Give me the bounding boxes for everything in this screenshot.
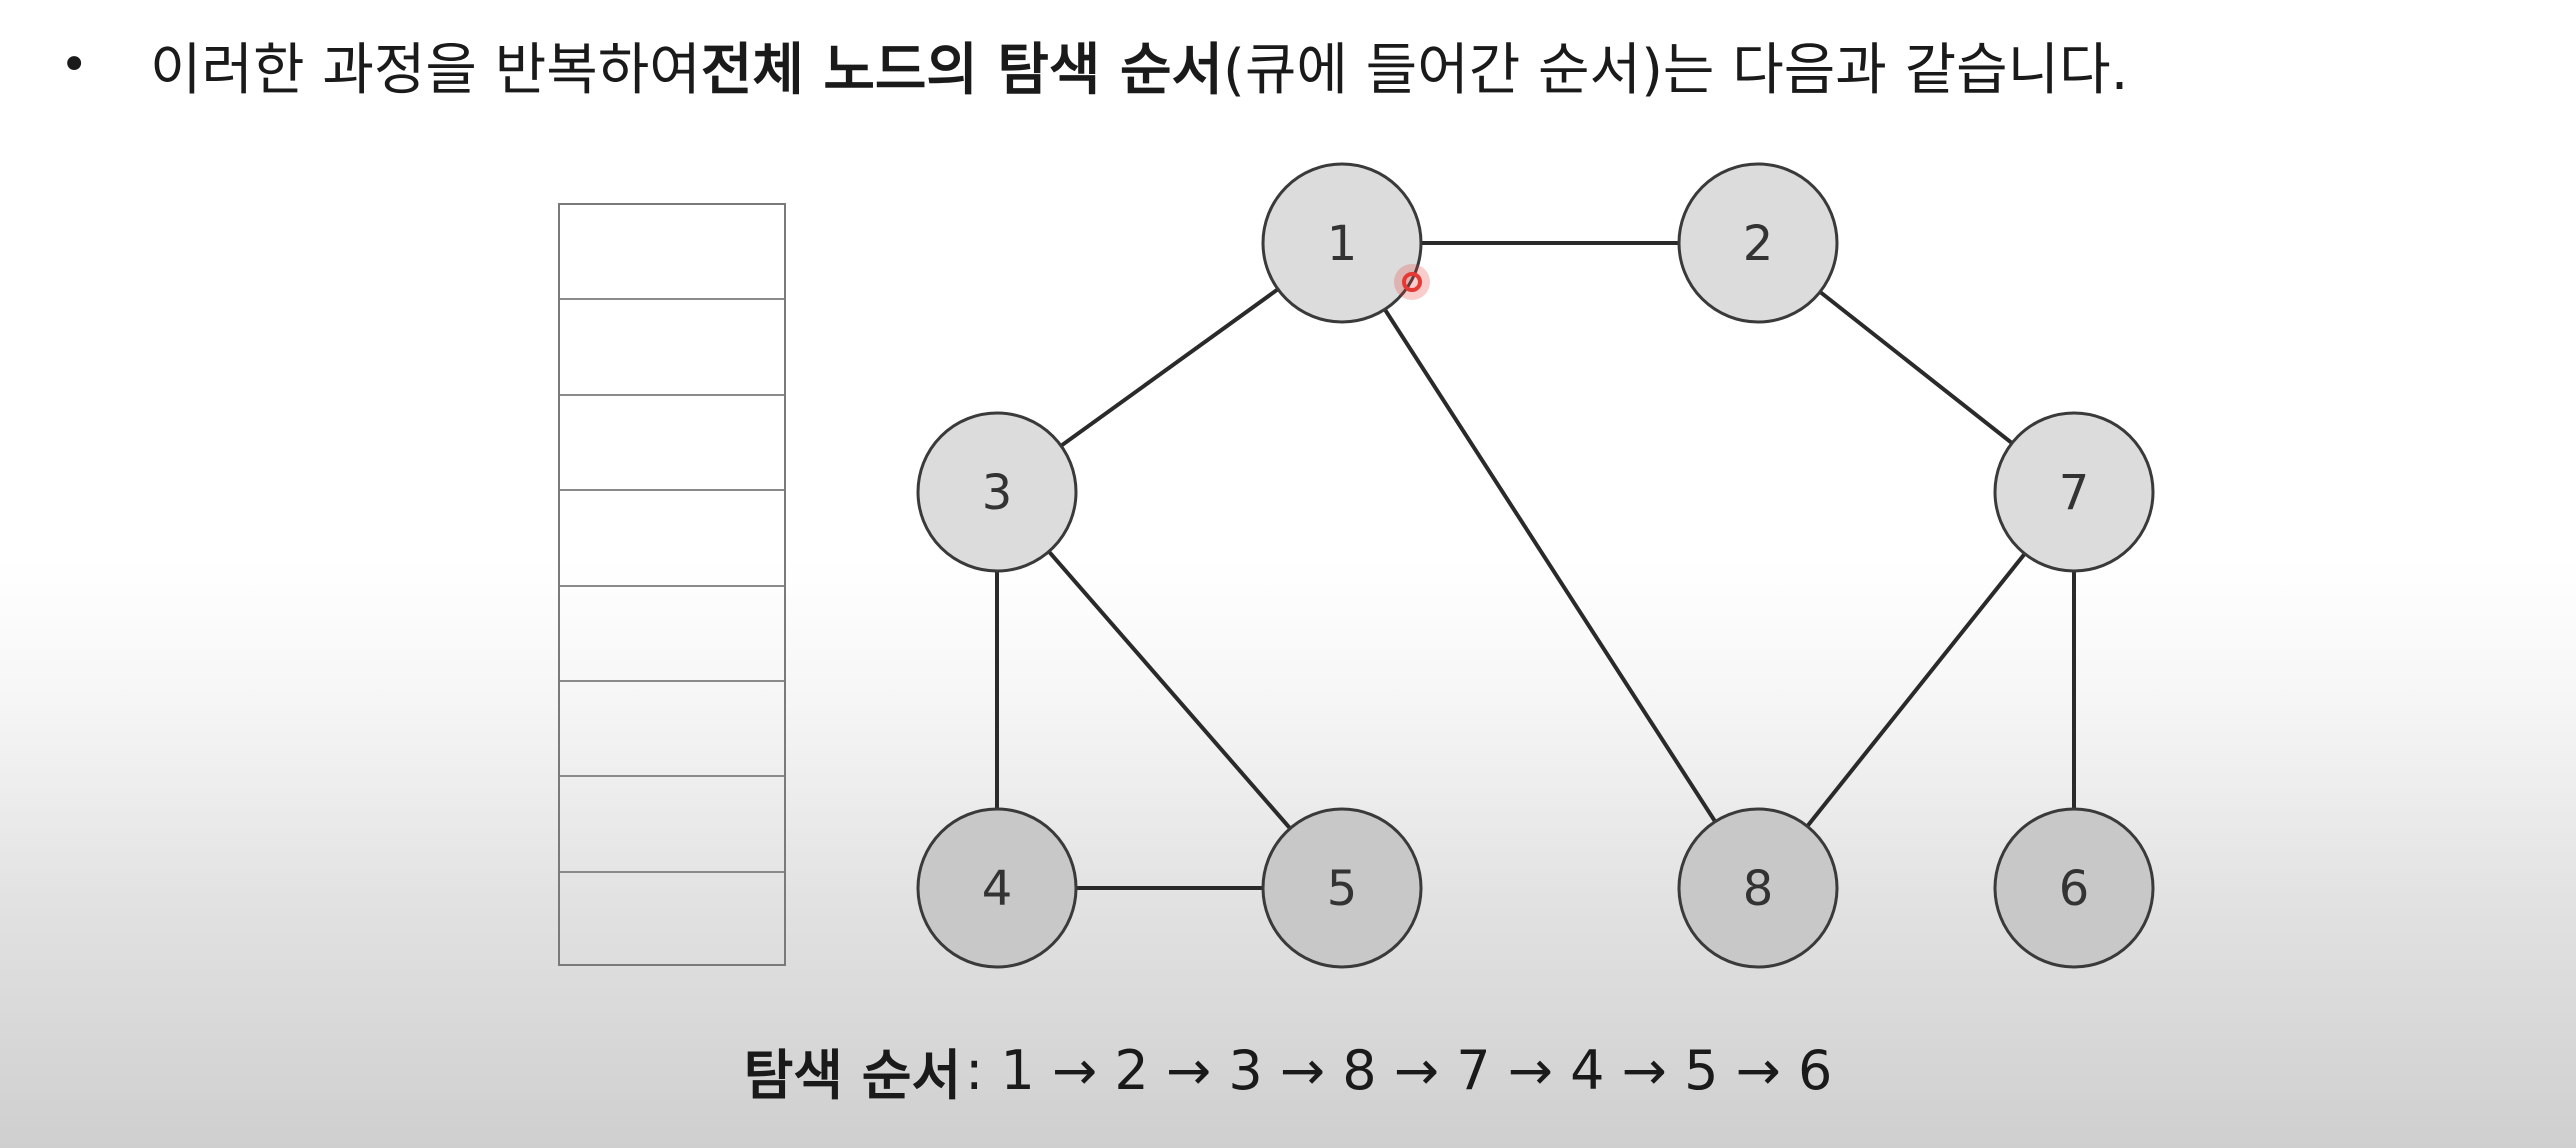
node-label: 5 — [1327, 861, 1358, 917]
node-4: 4 — [916, 807, 1078, 969]
node-2: 2 — [1677, 162, 1839, 324]
queue-cell — [560, 205, 784, 301]
node-circle — [1677, 807, 1839, 969]
edge-7-8 — [1756, 490, 2076, 890]
node-label: 4 — [982, 861, 1013, 917]
node-circle — [916, 411, 1078, 573]
node-circle — [916, 807, 1078, 969]
edge-1-8 — [1340, 241, 1760, 890]
node-8: 8 — [1677, 807, 1839, 969]
node-1: 1 — [1261, 162, 1423, 324]
node-label: 8 — [1743, 861, 1774, 917]
search-order-line: 탐색 순서 : 1 → 2 → 3 → 8 → 7 → 4 → 5 → 6 — [0, 1030, 2576, 1110]
queue-cell — [560, 396, 784, 492]
node-circle — [1261, 807, 1423, 969]
node-circle — [1993, 411, 2155, 573]
queue-cell — [560, 777, 784, 873]
node-label: 6 — [2059, 861, 2090, 917]
queue-cell — [560, 682, 784, 778]
node-label: 1 — [1327, 216, 1358, 272]
graph-nodes: 1 2 3 7 4 5 8 6 — [916, 162, 2155, 969]
node-label: 3 — [982, 465, 1013, 521]
graph-edges — [995, 241, 2076, 890]
description-text-end: (큐에 들어간 순서)는 다음과 같습니다. — [1222, 37, 2129, 103]
node-circle — [1677, 162, 1839, 324]
search-order-sequence: : 1 → 2 → 3 → 8 → 7 → 4 → 5 → 6 — [965, 1038, 1833, 1102]
node-circle — [1261, 162, 1423, 324]
node-label: 7 — [2059, 465, 2090, 521]
description-text: 이러한 과정을 반복하여 — [150, 37, 701, 103]
node-circle — [1993, 807, 2155, 969]
queue-cell — [560, 587, 784, 682]
edge-3-5 — [995, 490, 1344, 890]
node-5: 5 — [1261, 807, 1423, 969]
queue-cell — [560, 300, 784, 396]
bullet-point: • — [60, 37, 89, 93]
description-line: • 이러한 과정을 반복하여 전체 노드의 탐색 순서 (큐에 들어간 순서)는… — [60, 20, 2128, 110]
cursor-pointer — [1394, 264, 1430, 300]
node-3: 3 — [916, 411, 1078, 573]
node-7: 7 — [1993, 411, 2155, 573]
node-label: 2 — [1743, 216, 1774, 272]
description-bold-text: 전체 노드의 탐색 순서 — [700, 37, 1223, 103]
queue-cell — [560, 491, 784, 587]
queue-box — [558, 203, 786, 966]
node-6: 6 — [1993, 807, 2155, 969]
search-order-label: 탐색 순서 — [743, 1043, 962, 1107]
